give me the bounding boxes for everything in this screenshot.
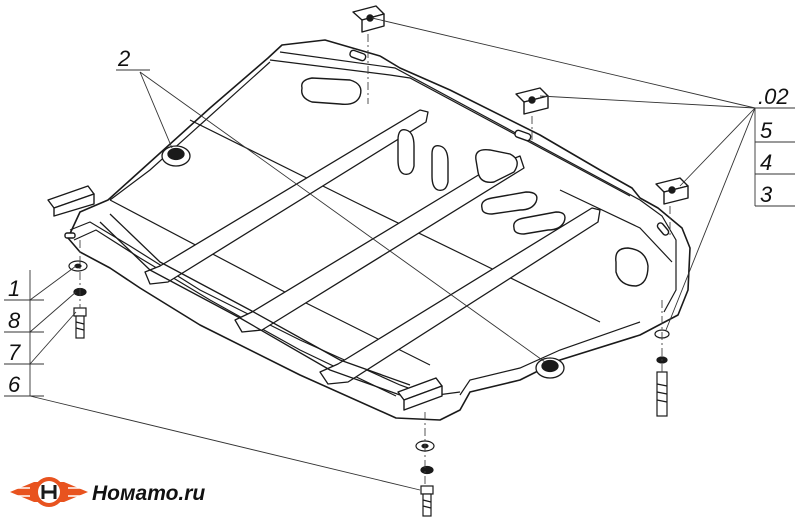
brand-name: Номато.ru xyxy=(92,482,205,505)
bracket-left xyxy=(47,185,95,217)
callout-5: 5 xyxy=(760,118,773,143)
grommets xyxy=(161,145,565,379)
callout-8: 8 xyxy=(8,308,21,333)
rear-crease-2 xyxy=(279,51,641,201)
slot-rear-center xyxy=(514,129,532,142)
bolt-left xyxy=(73,307,87,339)
bracket-rear-top xyxy=(352,5,385,33)
grommet-left xyxy=(161,145,191,167)
mounting-brackets xyxy=(47,5,689,411)
crease-right xyxy=(559,189,673,263)
assembly-axes xyxy=(79,34,671,486)
bolt-front xyxy=(420,485,434,517)
cutout-slot-2 xyxy=(431,144,449,192)
callout-7: 7 xyxy=(8,340,21,365)
fastener-stack-right xyxy=(654,329,670,417)
callout-3: 3 xyxy=(760,182,773,207)
cutout-slot-diag-2 xyxy=(513,211,566,235)
brand-emblem-icon xyxy=(10,477,88,507)
slot-front-left xyxy=(64,232,76,239)
callout-4: 4 xyxy=(760,150,772,175)
back-rear-edge xyxy=(459,321,641,396)
brand-logo: Номато.ru xyxy=(10,477,205,507)
callout-02: .02 xyxy=(758,84,789,109)
plate-outline xyxy=(67,39,691,421)
grommet-front xyxy=(535,357,565,379)
rib-1 xyxy=(144,109,429,285)
callout-labels: 2 .02 5 4 3 1 8 7 6 xyxy=(8,46,789,397)
cross-rib-2 xyxy=(109,213,411,386)
rib-3 xyxy=(319,207,601,385)
skid-plate xyxy=(67,39,691,421)
cutout-kidney xyxy=(475,149,518,183)
leader-lines xyxy=(4,17,795,491)
callout-6: 6 xyxy=(8,372,21,397)
bracket-right xyxy=(655,177,689,205)
bracket-rear-right xyxy=(515,87,549,115)
plate-cutouts xyxy=(64,49,670,287)
fastener-stack-left xyxy=(68,260,88,339)
callout-1: 1 xyxy=(8,276,20,301)
slot-right xyxy=(656,222,670,236)
cutout-rear-oval xyxy=(301,77,362,106)
bolt-right xyxy=(656,371,668,417)
slot-rear-left xyxy=(349,49,367,62)
lock-washer-front xyxy=(420,465,434,475)
front-lip-inner xyxy=(73,229,397,397)
cross-rib-1 xyxy=(99,221,401,396)
bracket-front xyxy=(397,377,443,411)
callout-2: 2 xyxy=(117,46,130,71)
cutout-right-oval xyxy=(615,247,649,287)
cutout-slot-diag-1 xyxy=(481,191,538,215)
cutout-slot-1 xyxy=(397,129,415,176)
right-flange xyxy=(639,199,677,313)
